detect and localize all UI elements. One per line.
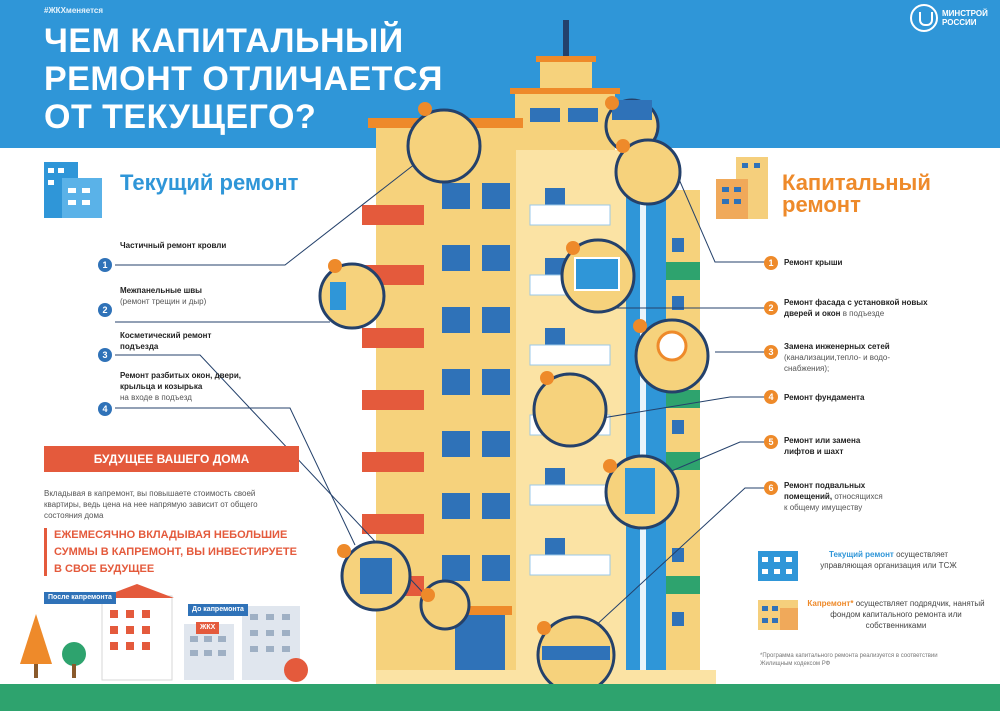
current-item-3-number: 3 [98, 348, 112, 362]
page-title: ЧЕМ КАПИТАЛЬНЫЙ РЕМОНТ ОТЛИЧАЕТСЯ ОТ ТЕК… [44, 22, 443, 136]
capital-building-icon [716, 157, 768, 219]
current-building-icon [44, 162, 102, 218]
capital-legend-text: Капремонт* осуществляет подрядчик, нанят… [807, 599, 985, 630]
capital-item-4: Ремонт фундамента [784, 393, 865, 402]
capital-item-4-number: 4 [764, 390, 778, 404]
hashtag: #ЖКХменяется [44, 6, 104, 15]
capital-item-2: Ремонт фасада с установкой новых дверей … [784, 298, 928, 318]
current-legend-text: Текущий ремонт осуществляет управляющая … [820, 550, 957, 570]
footnote: *Программа капитального ремонта реализуе… [760, 653, 938, 667]
future-text: Вкладывая в капремонт, вы повышаете стои… [44, 489, 258, 520]
current-item-1-number: 1 [98, 258, 112, 272]
current-item-1: Частичный ремонт кровли [120, 241, 227, 250]
capital-item-1: Ремонт крыши [784, 258, 843, 267]
current-item-2: Межпанельные швы(ремонт трещин и дыр) [120, 286, 207, 306]
capital-item-6: Ремонт подвальных помещений, относящихся… [784, 481, 883, 512]
logo-text: МИНСТРОЙ РОССИИ [942, 9, 988, 27]
ground-strip [0, 684, 1000, 711]
invest-highlight: ЕЖЕМЕСЯЧНО ВКЛАДЫВАЯ НЕБОЛЬШИЕ СУММЫ В К… [54, 529, 297, 575]
capital-item-2-number: 2 [764, 301, 778, 315]
town-illustration [20, 584, 308, 682]
capital-repair-title: Капитальный ремонт [782, 170, 931, 217]
current-item-2-number: 2 [98, 303, 112, 317]
capital-item-6-number: 6 [764, 481, 778, 495]
capital-item-5-number: 5 [764, 435, 778, 449]
capital-item-5: Ремонт или замена лифтов и шахт [784, 436, 861, 456]
capital-item-3: Замена инженерных сетей(канализации,тепл… [784, 342, 891, 373]
emblem-icon [910, 4, 938, 32]
current-item-4-number: 4 [98, 402, 112, 416]
highlight-bar [44, 528, 47, 576]
current-item-3: Косметический ремонт подъезда [120, 331, 212, 351]
capital-item-3-number: 3 [764, 345, 778, 359]
capital-legend-icon [758, 600, 798, 630]
capital-item-1-number: 1 [764, 256, 778, 270]
current-legend-icon [758, 551, 798, 581]
current-item-4: Ремонт разбитых окон, двери, крыльца и к… [120, 371, 241, 402]
future-banner: БУДУЩЕЕ ВАШЕГО ДОМА [44, 446, 299, 472]
before-label: До капремонта [188, 604, 248, 616]
after-label: После капремонта [44, 592, 116, 604]
ministry-logo: МИНСТРОЙ РОССИИ [910, 4, 998, 34]
current-repair-title: Текущий ремонт [120, 170, 299, 195]
zhkh-sign: ЖКХ [196, 622, 220, 634]
